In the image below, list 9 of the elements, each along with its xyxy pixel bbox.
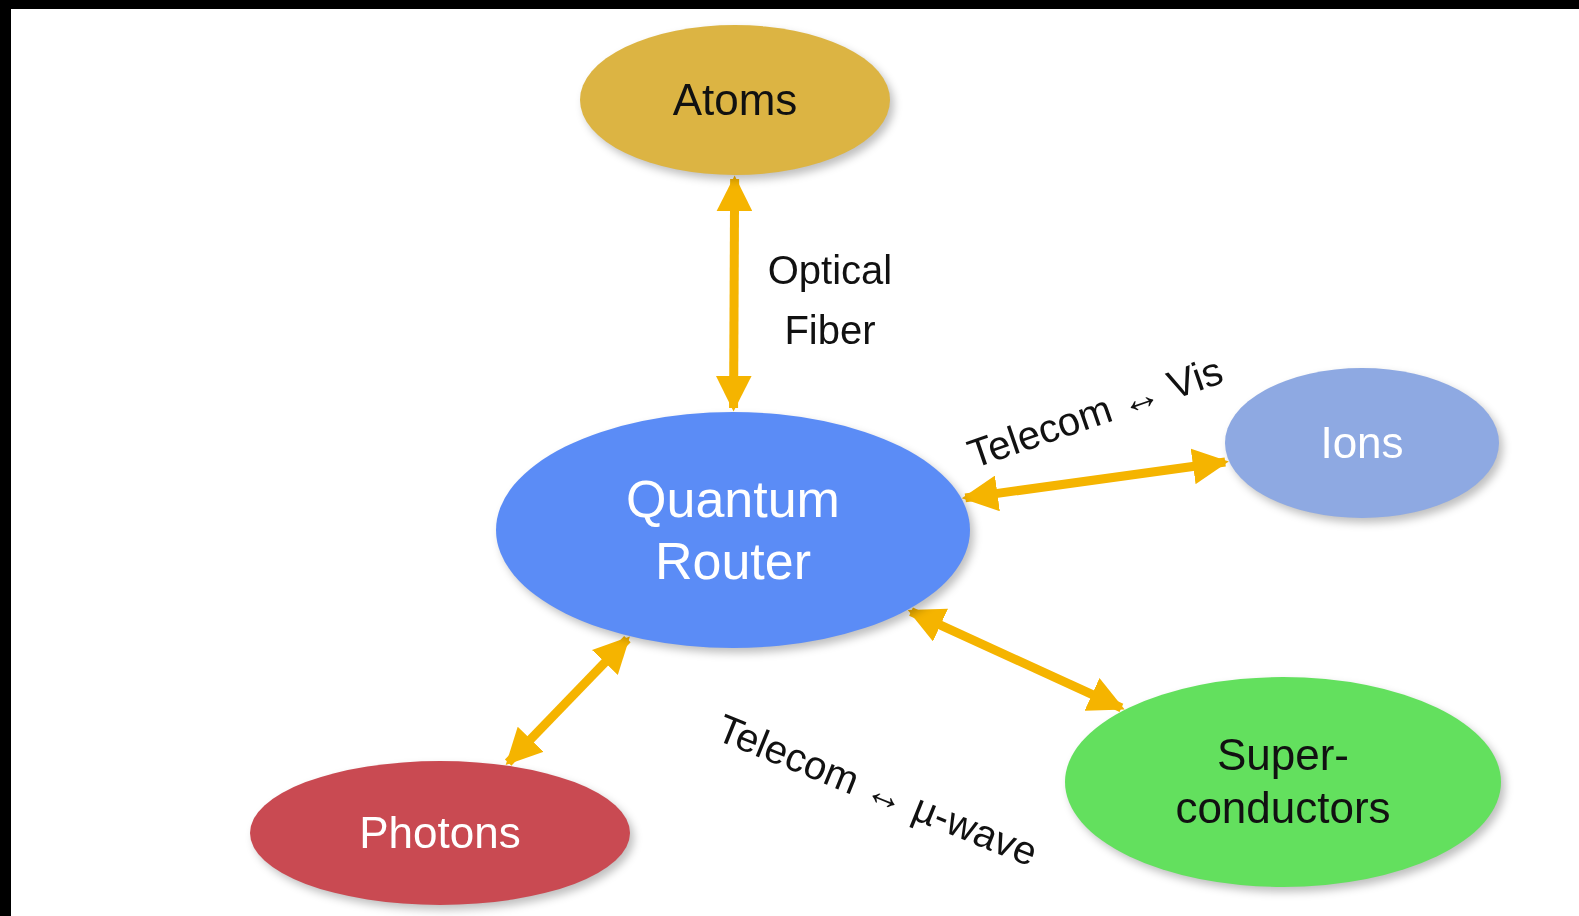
double-arrow xyxy=(907,607,1125,713)
double-arrow xyxy=(715,175,753,412)
node-label: Ions xyxy=(1320,416,1404,469)
double-arrow xyxy=(961,448,1229,512)
node-label: Photons xyxy=(359,806,521,859)
node-label: Quantum Router xyxy=(625,468,841,592)
node-label: Atoms xyxy=(672,73,798,126)
node-label: Super- conductors xyxy=(1174,729,1392,834)
double-arrow xyxy=(504,636,631,766)
